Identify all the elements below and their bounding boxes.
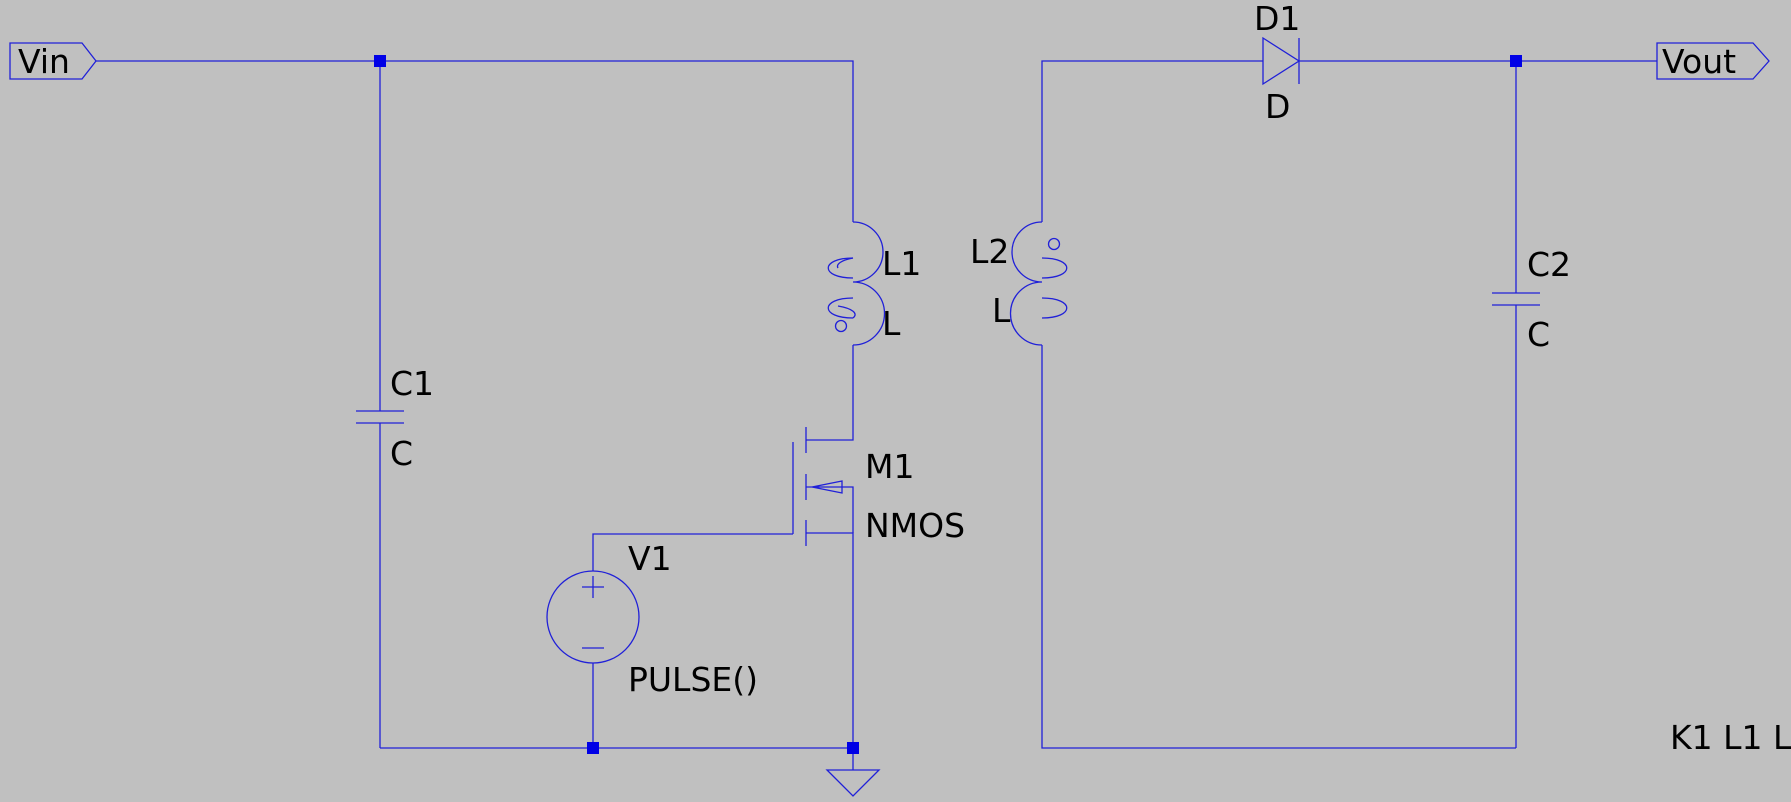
- wire-vin-rail[interactable]: [96, 60, 854, 222]
- ground-symbol[interactable]: [825, 769, 881, 797]
- v1-body: [546, 570, 640, 664]
- l1-winding: [836, 221, 886, 346]
- c1-value: C: [390, 434, 413, 473]
- d1-value: D: [1265, 87, 1290, 126]
- mosfet-m1[interactable]: M1 NMOS: [792, 427, 965, 546]
- wire-secondary-return[interactable]: [1041, 345, 1516, 749]
- l2-name: L2: [970, 232, 1009, 271]
- inductor-l1[interactable]: L1 L: [827, 221, 921, 346]
- m1-name: M1: [865, 447, 914, 486]
- junction-vin-c1: [374, 55, 386, 67]
- junction-vout-c2: [1510, 55, 1522, 67]
- voltage-source-v1[interactable]: V1 PULSE(): [546, 539, 758, 699]
- junction-ground-v1: [587, 742, 599, 754]
- v1-plus: [582, 576, 604, 598]
- v1-value: PULSE(): [628, 660, 758, 699]
- c2-value: C: [1527, 315, 1550, 354]
- m1-value: NMOS: [865, 506, 965, 545]
- d1-anode-triangle: [1262, 36, 1301, 86]
- port-vin-label: Vin: [18, 42, 70, 81]
- port-vout-label: Vout: [1662, 42, 1736, 81]
- l1-value: L: [882, 304, 901, 343]
- junction-ground-source: [847, 742, 859, 754]
- ground-icon: [825, 769, 881, 797]
- capacitor-c1[interactable]: C1 C: [356, 364, 434, 473]
- c2-name: C2: [1527, 245, 1571, 284]
- d1-name: D1: [1254, 0, 1300, 38]
- port-vin-flag[interactable]: [9, 42, 97, 80]
- l2-dot: [1047, 237, 1061, 251]
- junctions: [374, 55, 1522, 754]
- l1-name: L1: [882, 244, 921, 283]
- l2-value: L: [992, 291, 1011, 330]
- c1-name: C1: [390, 364, 434, 403]
- port-vout-flag[interactable]: [1656, 42, 1770, 80]
- capacitor-c2[interactable]: C2 C: [1492, 245, 1571, 354]
- l2-coil-loops: [1041, 257, 1068, 319]
- l1-coil-loops: [827, 257, 854, 319]
- wire-l2-top[interactable]: [1041, 60, 1263, 222]
- wire-source-ground[interactable]: [806, 532, 854, 770]
- wire-gate-drive[interactable]: [592, 533, 793, 571]
- wire-l1-drain[interactable]: [806, 345, 854, 441]
- inductor-l2[interactable]: L2 L: [970, 221, 1068, 346]
- l2-winding: [1009, 221, 1043, 346]
- coupling-directive[interactable]: K1 L1 L2 1: [1670, 718, 1791, 757]
- m1-body-arrow: [806, 480, 854, 533]
- l1-dot: [834, 319, 848, 333]
- port-vin[interactable]: Vin: [9, 42, 97, 81]
- v1-name: V1: [628, 539, 672, 578]
- diode-d1[interactable]: D1 D: [1254, 0, 1300, 126]
- port-vout[interactable]: Vout: [1656, 42, 1770, 81]
- wires: [96, 60, 1657, 770]
